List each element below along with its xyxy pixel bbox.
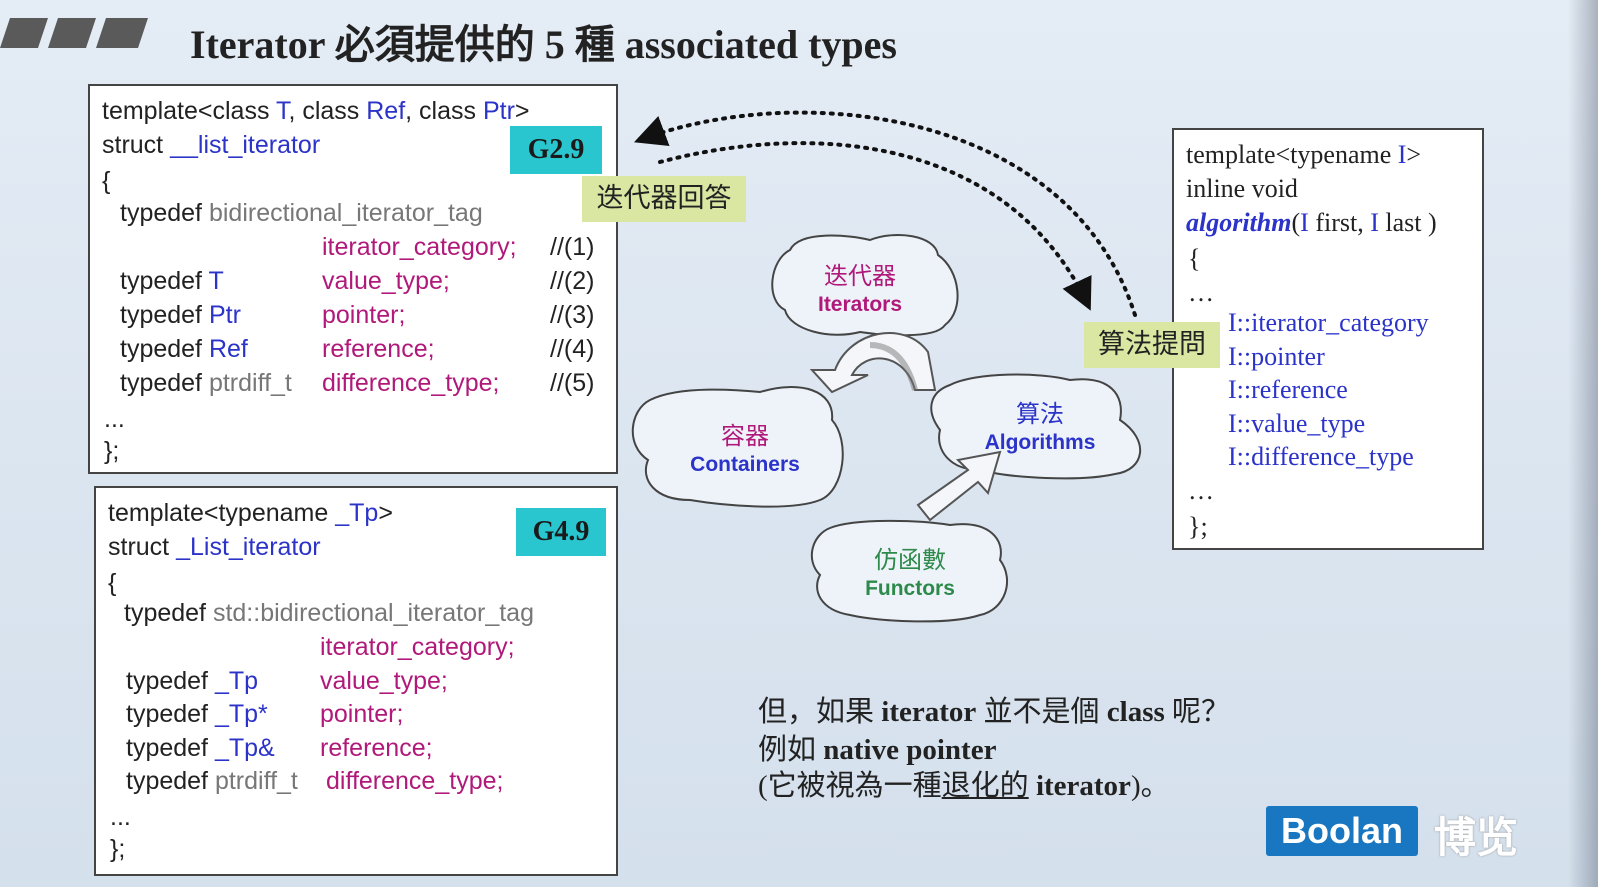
g29-row-1b-comment: //(1)	[550, 233, 595, 261]
g49-row-3: typedef _Tp*	[126, 700, 268, 728]
g29-ellipsis: ...	[104, 405, 125, 433]
g29-row-5-name: difference_type;	[322, 369, 500, 397]
title-decoration	[0, 18, 148, 48]
g49-row-4: typedef _Tp&	[126, 734, 275, 762]
algo-close-brace: };	[1188, 512, 1208, 541]
g29-badge: G2.9	[510, 126, 602, 174]
g49-row-4-name: reference;	[320, 734, 433, 762]
algo-item-value-type: I::value_type	[1228, 409, 1366, 438]
g29-row-5-comment: //(5)	[550, 369, 595, 397]
g49-row-1: typedef std::bidirectional_iterator_tag	[124, 599, 534, 627]
right-edge-shadow	[1568, 0, 1598, 887]
algo-dots-1: …	[1188, 278, 1214, 307]
boolan-logo-cn: 博览	[1434, 813, 1519, 862]
algo-item-pointer: I::pointer	[1228, 342, 1325, 371]
g29-row-2-comment: //(2)	[550, 267, 595, 295]
g29-row-3-comment: //(3)	[550, 301, 595, 329]
algo-item-iterator-category: I::iterator_category	[1228, 308, 1429, 337]
algo-item-reference: I::reference	[1228, 375, 1348, 404]
functors-cloud	[810, 519, 1009, 623]
algorithm-asks-label: 算法提問	[1084, 322, 1220, 368]
g49-badge: G4.9	[516, 508, 606, 556]
container-iterator-arrow	[809, 332, 937, 394]
algo-dots-2: …	[1188, 476, 1214, 505]
g29-struct-line: struct __list_iterator	[102, 131, 321, 159]
g29-row-3-name: pointer;	[322, 301, 406, 329]
algorithms-cloud	[930, 373, 1141, 480]
g49-code-box: G4.9 template<typename _Tp> struct _List…	[94, 486, 618, 876]
g49-open-brace: {	[108, 569, 117, 597]
g49-template-line: template<typename _Tp>	[108, 499, 393, 527]
g29-template-line: template<class T, class Ref, class Ptr>	[102, 97, 530, 125]
functor-algorithm-arrow	[916, 450, 1002, 522]
g29-row-3: typedef Ptr	[120, 301, 241, 329]
g49-close-brace: };	[110, 835, 126, 863]
g29-row-2-name: value_type;	[322, 267, 450, 295]
note-line-1: 但，如果 iterator 並不是個 class 呢？	[758, 696, 1231, 728]
iterators-cloud	[771, 234, 959, 337]
g29-row-5: typedef ptrdiff_t	[120, 369, 292, 397]
g49-struct-line: struct _List_iterator	[108, 533, 321, 561]
g49-row-2: typedef _Tp	[126, 667, 259, 695]
boolan-logo: Boolan	[1266, 806, 1418, 856]
g29-close-brace: };	[104, 437, 120, 465]
functors-cloud-label: 仿函數 Functors	[865, 546, 955, 600]
algo-inline-void: inline void	[1186, 174, 1298, 203]
g49-ellipsis: ...	[110, 803, 131, 831]
g29-code-box: G2.9 template<class T, class Ref, class …	[88, 84, 618, 474]
g49-row-3-name: pointer;	[320, 700, 404, 728]
answer-dotted-arrow	[634, 110, 1137, 317]
g29-open-brace: {	[102, 167, 111, 195]
g49-row-1b-name: iterator_category;	[320, 633, 515, 661]
algorithms-cloud-label: 算法 Algorithms	[984, 400, 1096, 454]
g49-row-5: typedef ptrdiff_t	[126, 767, 298, 795]
slide-title: Iterator 必須提供的 5 種 associated types	[190, 22, 897, 67]
iterators-cloud-label: 迭代器 Iterators	[817, 262, 903, 316]
iterator-answer-label: 迭代器回答	[582, 176, 746, 222]
g29-row-4-name: reference;	[322, 335, 435, 363]
algorithm-code-box: template<typename I> inline void algorit…	[1172, 128, 1484, 550]
note-line-3: (它被視為一種退化的 iterator)。	[758, 770, 1170, 802]
algo-item-difference-type: I::difference_type	[1228, 442, 1414, 471]
algo-template-line: template<typename I>	[1186, 140, 1422, 169]
g49-row-5-name: difference_type;	[326, 767, 504, 795]
g29-row-2: typedef T	[120, 267, 224, 295]
g29-row-1: typedef bidirectional_iterator_tag	[120, 199, 483, 227]
algo-open-brace: {	[1188, 244, 1201, 273]
containers-cloud-label: 容器 Containers	[690, 422, 800, 476]
g29-row-1b-name: iterator_category;	[322, 233, 517, 261]
containers-cloud	[631, 386, 844, 508]
algo-signature: algorithm(I first, I last )	[1186, 208, 1437, 237]
note-line-2: 例如 native pointer	[758, 734, 997, 766]
g29-row-4-comment: //(4)	[550, 335, 595, 363]
g49-row-2-name: value_type;	[320, 667, 448, 695]
g29-row-4: typedef Ref	[120, 335, 248, 363]
